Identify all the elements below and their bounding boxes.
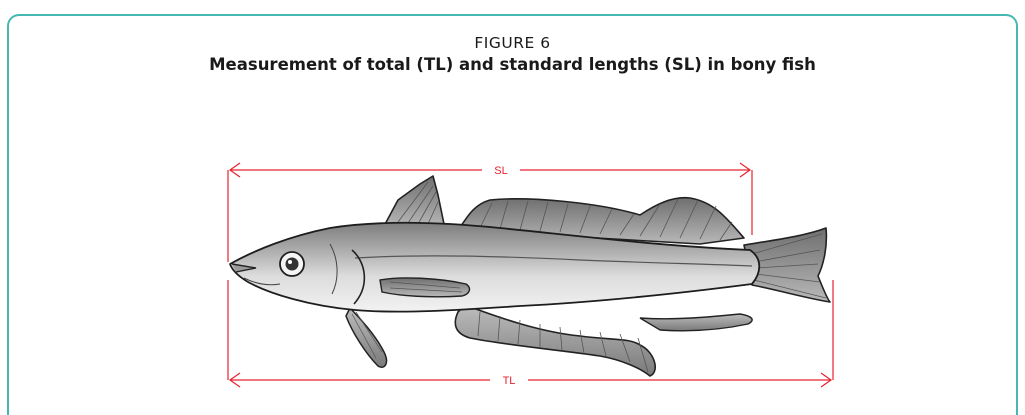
eye-icon xyxy=(280,252,304,276)
dorsal-fin-first xyxy=(383,176,444,228)
standard-length-label: SL xyxy=(494,165,507,177)
total-length-label: TL xyxy=(503,375,516,387)
pelvic-fin xyxy=(346,308,386,367)
anal-fin xyxy=(455,305,752,376)
